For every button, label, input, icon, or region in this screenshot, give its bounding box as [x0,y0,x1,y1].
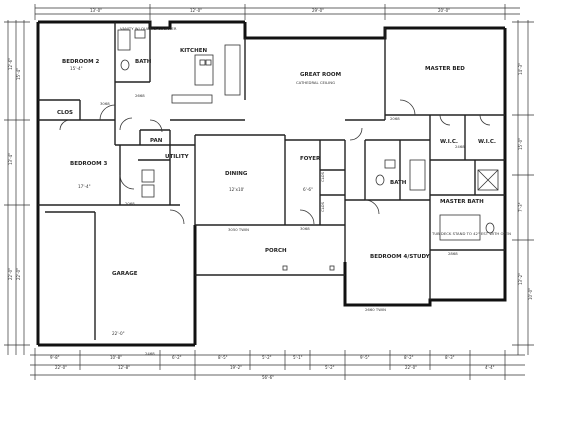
room-clos: CLOS [57,110,73,116]
door-label-7: 2468 [455,144,465,149]
room-kitchen: KITCHEN [180,48,207,54]
room-bedroom-3: BEDROOM 3 [70,161,107,167]
room-bath: BATH [135,59,152,65]
bottom-dim-14: 22'-0" [405,365,417,370]
room-porch: PORCH [265,248,287,254]
room-dining-size: 12'x10' [229,187,244,192]
kitchen-counter [171,94,213,104]
door-label-4: 2468 [145,351,155,356]
room-bedroom-2: BEDROOM 2 [62,59,99,65]
left-dim-3: 13'-4" [8,153,13,165]
door-label-2: 2668 [135,93,145,98]
top-dim-1: 13'-0" [90,8,102,13]
bottom-dim-4: 8'-5" [218,355,228,360]
bottom-dim-13: 5'-2" [325,365,335,370]
top-dim-4: 20'-0" [438,8,450,13]
room-wic-2: W.I.C. [478,139,496,145]
window-label-2: 2660 TWIN [365,307,386,312]
bottom-dim-10: 22'-0" [55,365,67,370]
toilet-2 [375,174,385,186]
dryer [141,184,155,198]
right-dim-1: 14'-3" [518,63,523,75]
bottom-dim-12: 19'-2" [230,365,242,370]
bottom-dimensions: 9'-8" 10'-8" 6'-2" 8'-5" 5'-2" 5'-1" 9'-… [30,348,525,380]
sink [134,29,146,39]
bottom-dim-15: 4'-4" [485,365,495,370]
left-dim-1: 12'-6" [8,58,13,70]
tub-deck [439,214,481,241]
right-dim-4: 13'-2" [518,273,523,285]
bath-note: VANITY W/ QUARTZ COUNTER [120,26,177,31]
window-label-1: 3050 TWIN [228,227,249,232]
room-master-bed: MASTER BED [425,66,465,72]
exterior-walls [36,20,507,347]
fixtures [117,29,499,271]
bottom-dim-7: 9'-5" [360,355,370,360]
left-dimensions: 12'-6" 15'-4" 13'-4" 22'-0" 22'-0" [4,20,30,355]
room-dining: DINING [225,171,248,177]
room-foyer-size: 6'-6" [303,187,313,192]
washer [141,169,155,183]
top-dim-2: 12'-0" [190,8,202,13]
top-dim-3: 29'-0" [312,8,324,13]
bottom-dim-6: 5'-1" [293,355,303,360]
bottom-dim-8: 8'-2" [404,355,414,360]
room-master-bath: MASTER BATH [440,199,484,205]
kitchen-cabinets [224,44,241,96]
room-labels: BEDROOM 2 15'-4" BATH VANITY W/ QUARTZ C… [57,26,511,336]
shower-note: TUB DECK STAND TO 42" EST WITH OPEN [431,231,511,236]
room-wic-1: W.I.C. [440,139,458,145]
toilet [120,59,130,71]
room-garage: GARAGE [112,271,138,277]
interior-walls [38,22,505,340]
room-garage-size: 22'-0" [112,331,125,336]
room-bath-2: BATH [390,180,407,186]
room-utility: UTILITY [165,154,190,160]
right-dim-2: 15'-0" [518,138,523,150]
top-dimensions: 13'-0" 12'-0" 29'-0" 20'-0" [34,4,520,20]
bottom-dim-3: 6'-2" [172,355,182,360]
room-pan: PAN [150,138,163,144]
room-foyer: FOYER [300,156,321,162]
door-label-5: 3068 [300,226,310,231]
bottom-dim-9: 8'-3" [445,355,455,360]
doors [59,99,491,225]
room-great-room: GREAT ROOM [300,72,341,78]
opening-labels: 3068 2668 2068 2468 3068 2068 2468 2868 … [100,93,465,356]
door-label-6: 2068 [390,116,400,121]
right-dimensions: 14'-3" 15'-0" 7'-3" 13'-2" 10'-0" [512,20,534,355]
door-label-3: 2068 [125,201,135,206]
door-label-1: 3068 [100,101,110,106]
bottom-dim-total: 56'-6" [262,375,274,380]
right-dim-5: 10'-0" [528,288,533,300]
bottom-dim-1: 9'-8" [50,355,60,360]
left-dim-2: 15'-4" [16,68,21,80]
left-dim-5: 22'-0" [16,268,21,280]
room-clos-3: CLOS [320,201,325,212]
kitchen-island [194,54,214,86]
room-clos-2: CLOS [320,171,325,182]
bottom-dim-2: 10'-8" [110,355,122,360]
bottom-dim-11: 12'-8" [118,365,130,370]
bottom-dim-5: 5'-2" [262,355,272,360]
room-bedroom-4: BEDROOM 4/STUDY [370,254,431,260]
door-label-8: 2868 [448,251,458,256]
room-bedroom-3-size: 17'-4" [78,184,91,189]
tub [117,29,131,51]
right-dim-3: 7'-3" [518,202,523,212]
great-room-note: CATHEDRAL CEILING [296,80,335,85]
left-dim-4: 22'-0" [8,268,13,280]
room-bedroom-2-size: 15'-4" [70,66,83,71]
